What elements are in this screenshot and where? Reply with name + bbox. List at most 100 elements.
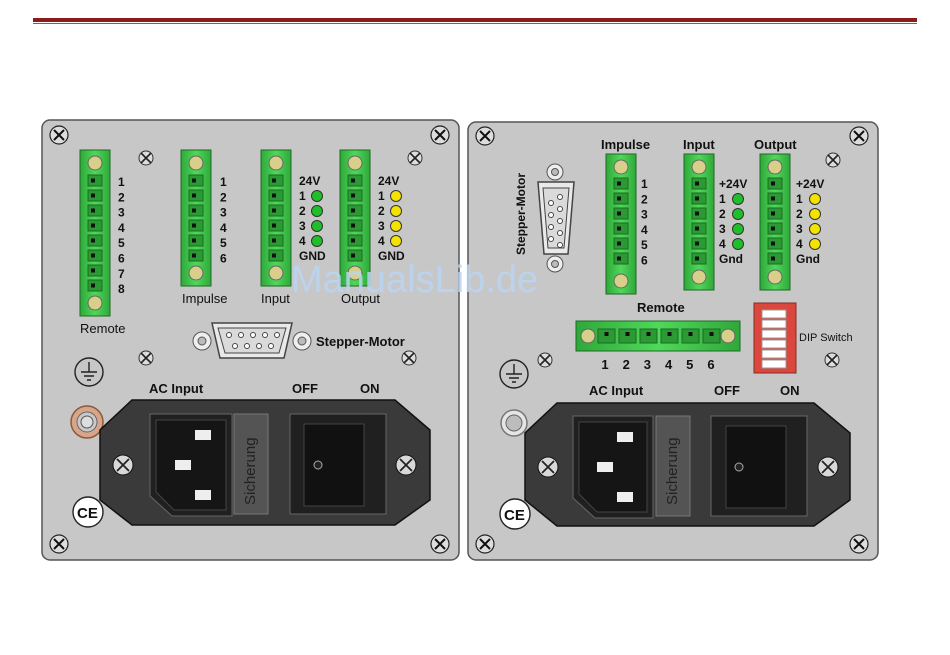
pin-label: 4 [719,237,726,251]
left-off-label: OFF [292,381,318,396]
pin-label: 4 [796,237,803,251]
pin-label: 1 [796,192,803,206]
pin-label: +24V [719,177,747,191]
right-dip-switch [754,303,796,373]
pin-label: 2 [220,190,227,204]
pin-label: 3 [118,206,125,220]
screw-icon [431,535,449,553]
pin-label: 2 [118,190,125,204]
left-ground-stud [71,406,103,438]
left-ce-label: CE [77,505,98,522]
pin-label: 1 [378,189,385,203]
pin-label: 3 [719,222,726,236]
pin-label: 2 [378,204,385,218]
status-led [733,194,744,205]
status-led [391,206,402,217]
right-remote-terminal [576,321,740,351]
right-input-label: Input [683,137,715,152]
screw-icon [431,126,449,144]
screw-icon [850,127,868,145]
screw-icon [50,535,68,553]
pin-label: 4 [299,234,306,248]
left-stepper-label: Stepper-Motor [316,334,405,349]
status-led [810,194,821,205]
left-input-terminal [261,150,291,286]
right-impulse-label: Impulse [601,137,650,152]
status-led [810,224,821,235]
pin-label: 6 [220,252,227,266]
status-led [312,206,323,217]
pin-label: 1 [220,175,227,189]
right-input-terminal [684,154,714,290]
right-off-label: OFF [714,383,740,398]
pin-label: +24V [796,177,824,191]
pin-label: 7 [118,267,125,281]
pin-label: 4 [220,221,227,235]
pin-label: 1 [641,177,648,191]
pin-label: 1 [299,189,306,203]
pin-label: 4 [378,234,385,248]
pin-label: 3 [378,219,385,233]
status-led [810,209,821,220]
status-led [312,221,323,232]
pin-label: 24V [378,174,399,188]
status-led [391,191,402,202]
right-stepper-label: Stepper-Motor [514,173,528,255]
pin-label: 3 [299,219,306,233]
left-power-module: Sicherung [100,400,430,525]
pin-label: 6 [641,254,648,268]
left-on-label: ON [360,381,380,396]
pin-label: Gnd [719,252,743,266]
status-led [810,239,821,250]
status-led [312,236,323,247]
pin-label: 2 [299,204,306,218]
status-led [312,191,323,202]
pin-label: 4 [118,221,125,235]
pin-label: 2 [623,357,630,372]
pin-label: 4 [665,357,673,372]
pin-label: 1 [719,192,726,206]
left-ac-input-label: AC Input [149,381,204,396]
left-remote-label: Remote [80,321,126,336]
left-remote-terminal [80,150,110,316]
pin-label: 1 [118,175,125,189]
right-ce-label: CE [504,507,525,524]
pin-label: 3 [641,208,648,222]
pin-label: 8 [118,282,125,296]
screw-icon [50,126,68,144]
status-led [391,221,402,232]
right-power-module: Sicherung [525,403,850,526]
pin-label: 5 [641,238,648,252]
left-input-label: Input [261,291,290,306]
screw-icon [476,535,494,553]
pin-label: 5 [686,357,693,372]
pin-label: 2 [796,207,803,221]
right-ac-input-label: AC Input [589,383,644,398]
status-led [733,224,744,235]
right-ground-stud [501,410,527,436]
status-led [733,239,744,250]
pin-label: 1 [601,357,608,372]
pin-label: 5 [220,236,227,250]
right-impulse-terminal [606,154,636,294]
pin-label: 4 [641,223,648,237]
screw-icon [850,535,868,553]
left-fuse-label: Sicherung [242,437,259,505]
pin-label: 3 [644,357,651,372]
right-on-label: ON [780,383,800,398]
screw-icon [476,127,494,145]
watermark: ManualsLib.de [291,259,538,301]
pin-label: Gnd [796,252,820,266]
pin-label: 2 [641,192,648,206]
right-fuse-label: Sicherung [664,437,681,505]
status-led [391,236,402,247]
right-dip-label: DIP Switch [799,332,853,344]
status-led [733,209,744,220]
right-remote-label: Remote [637,300,685,315]
pin-label: 3 [220,206,227,220]
pin-label: 6 [707,357,714,372]
right-output-label: Output [754,137,797,152]
pin-label: 24V [299,174,320,188]
